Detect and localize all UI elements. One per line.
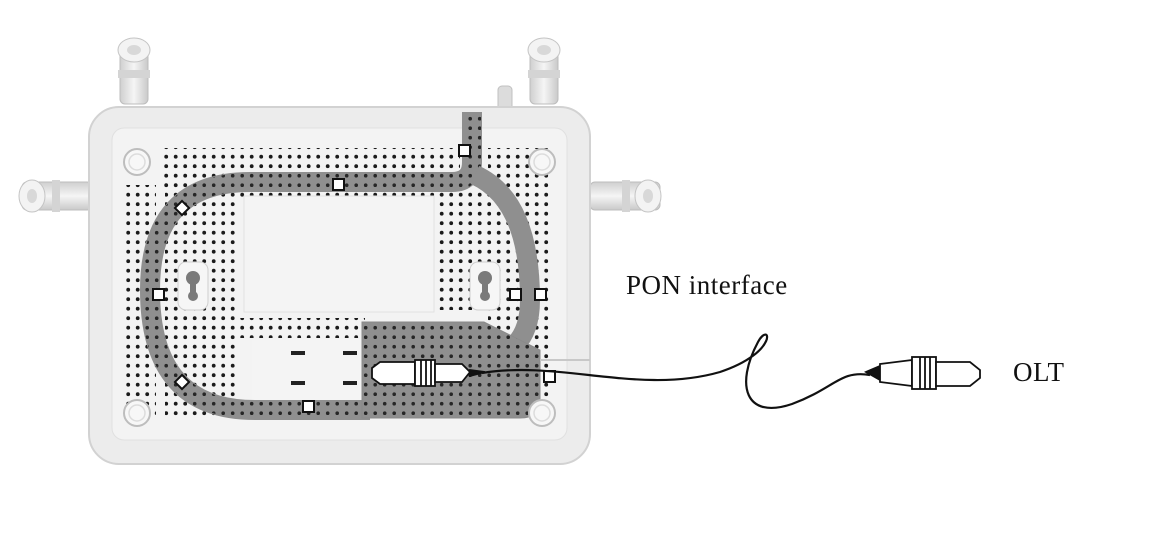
switch-marks bbox=[291, 351, 357, 385]
antenna-right-icon bbox=[589, 179, 662, 213]
mount-hole-left bbox=[177, 261, 209, 311]
olt-label: OLT bbox=[1013, 357, 1065, 387]
label-area bbox=[243, 195, 435, 313]
antenna-top-right-icon bbox=[497, 37, 561, 111]
olt-connector-icon bbox=[863, 356, 981, 390]
pon-connector-icon bbox=[371, 359, 486, 387]
cable-clips bbox=[152, 144, 556, 413]
antenna-top-left-icon bbox=[117, 37, 151, 105]
pon-interface-label: PON interface bbox=[626, 270, 788, 300]
fiber-cable bbox=[481, 333, 871, 410]
rubber-feet bbox=[123, 148, 556, 427]
antenna-left-icon bbox=[18, 179, 93, 213]
mount-hole-right bbox=[469, 261, 501, 311]
